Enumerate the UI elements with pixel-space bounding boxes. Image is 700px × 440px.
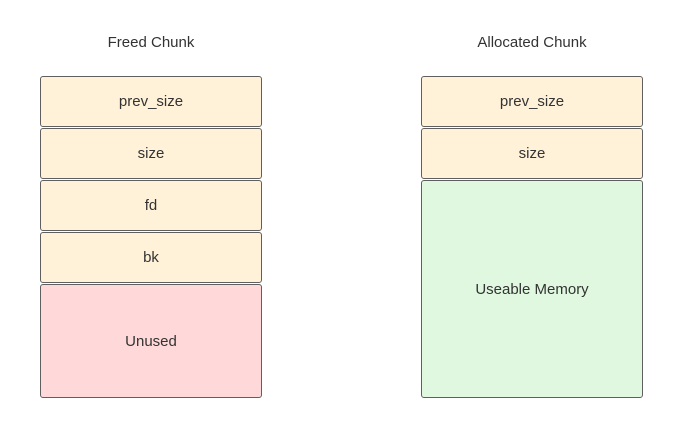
freed-unused-region: Unused	[40, 284, 262, 398]
freed-fd-field: fd	[40, 180, 262, 231]
allocated-prev-size-field: prev_size	[421, 76, 643, 127]
freed-chunk-title: Freed Chunk	[107, 34, 195, 51]
allocated-useable-memory-region: Useable Memory	[421, 180, 643, 398]
freed-prev-size-field: prev_size	[40, 76, 262, 127]
freed-chunk-diagram: prev_size size fd bk Unused	[40, 76, 262, 399]
allocated-size-field: size	[421, 128, 643, 179]
allocated-chunk-diagram: prev_size size Useable Memory	[421, 76, 643, 399]
freed-bk-field: bk	[40, 232, 262, 283]
freed-size-field: size	[40, 128, 262, 179]
allocated-chunk-title: Allocated Chunk	[477, 34, 587, 51]
